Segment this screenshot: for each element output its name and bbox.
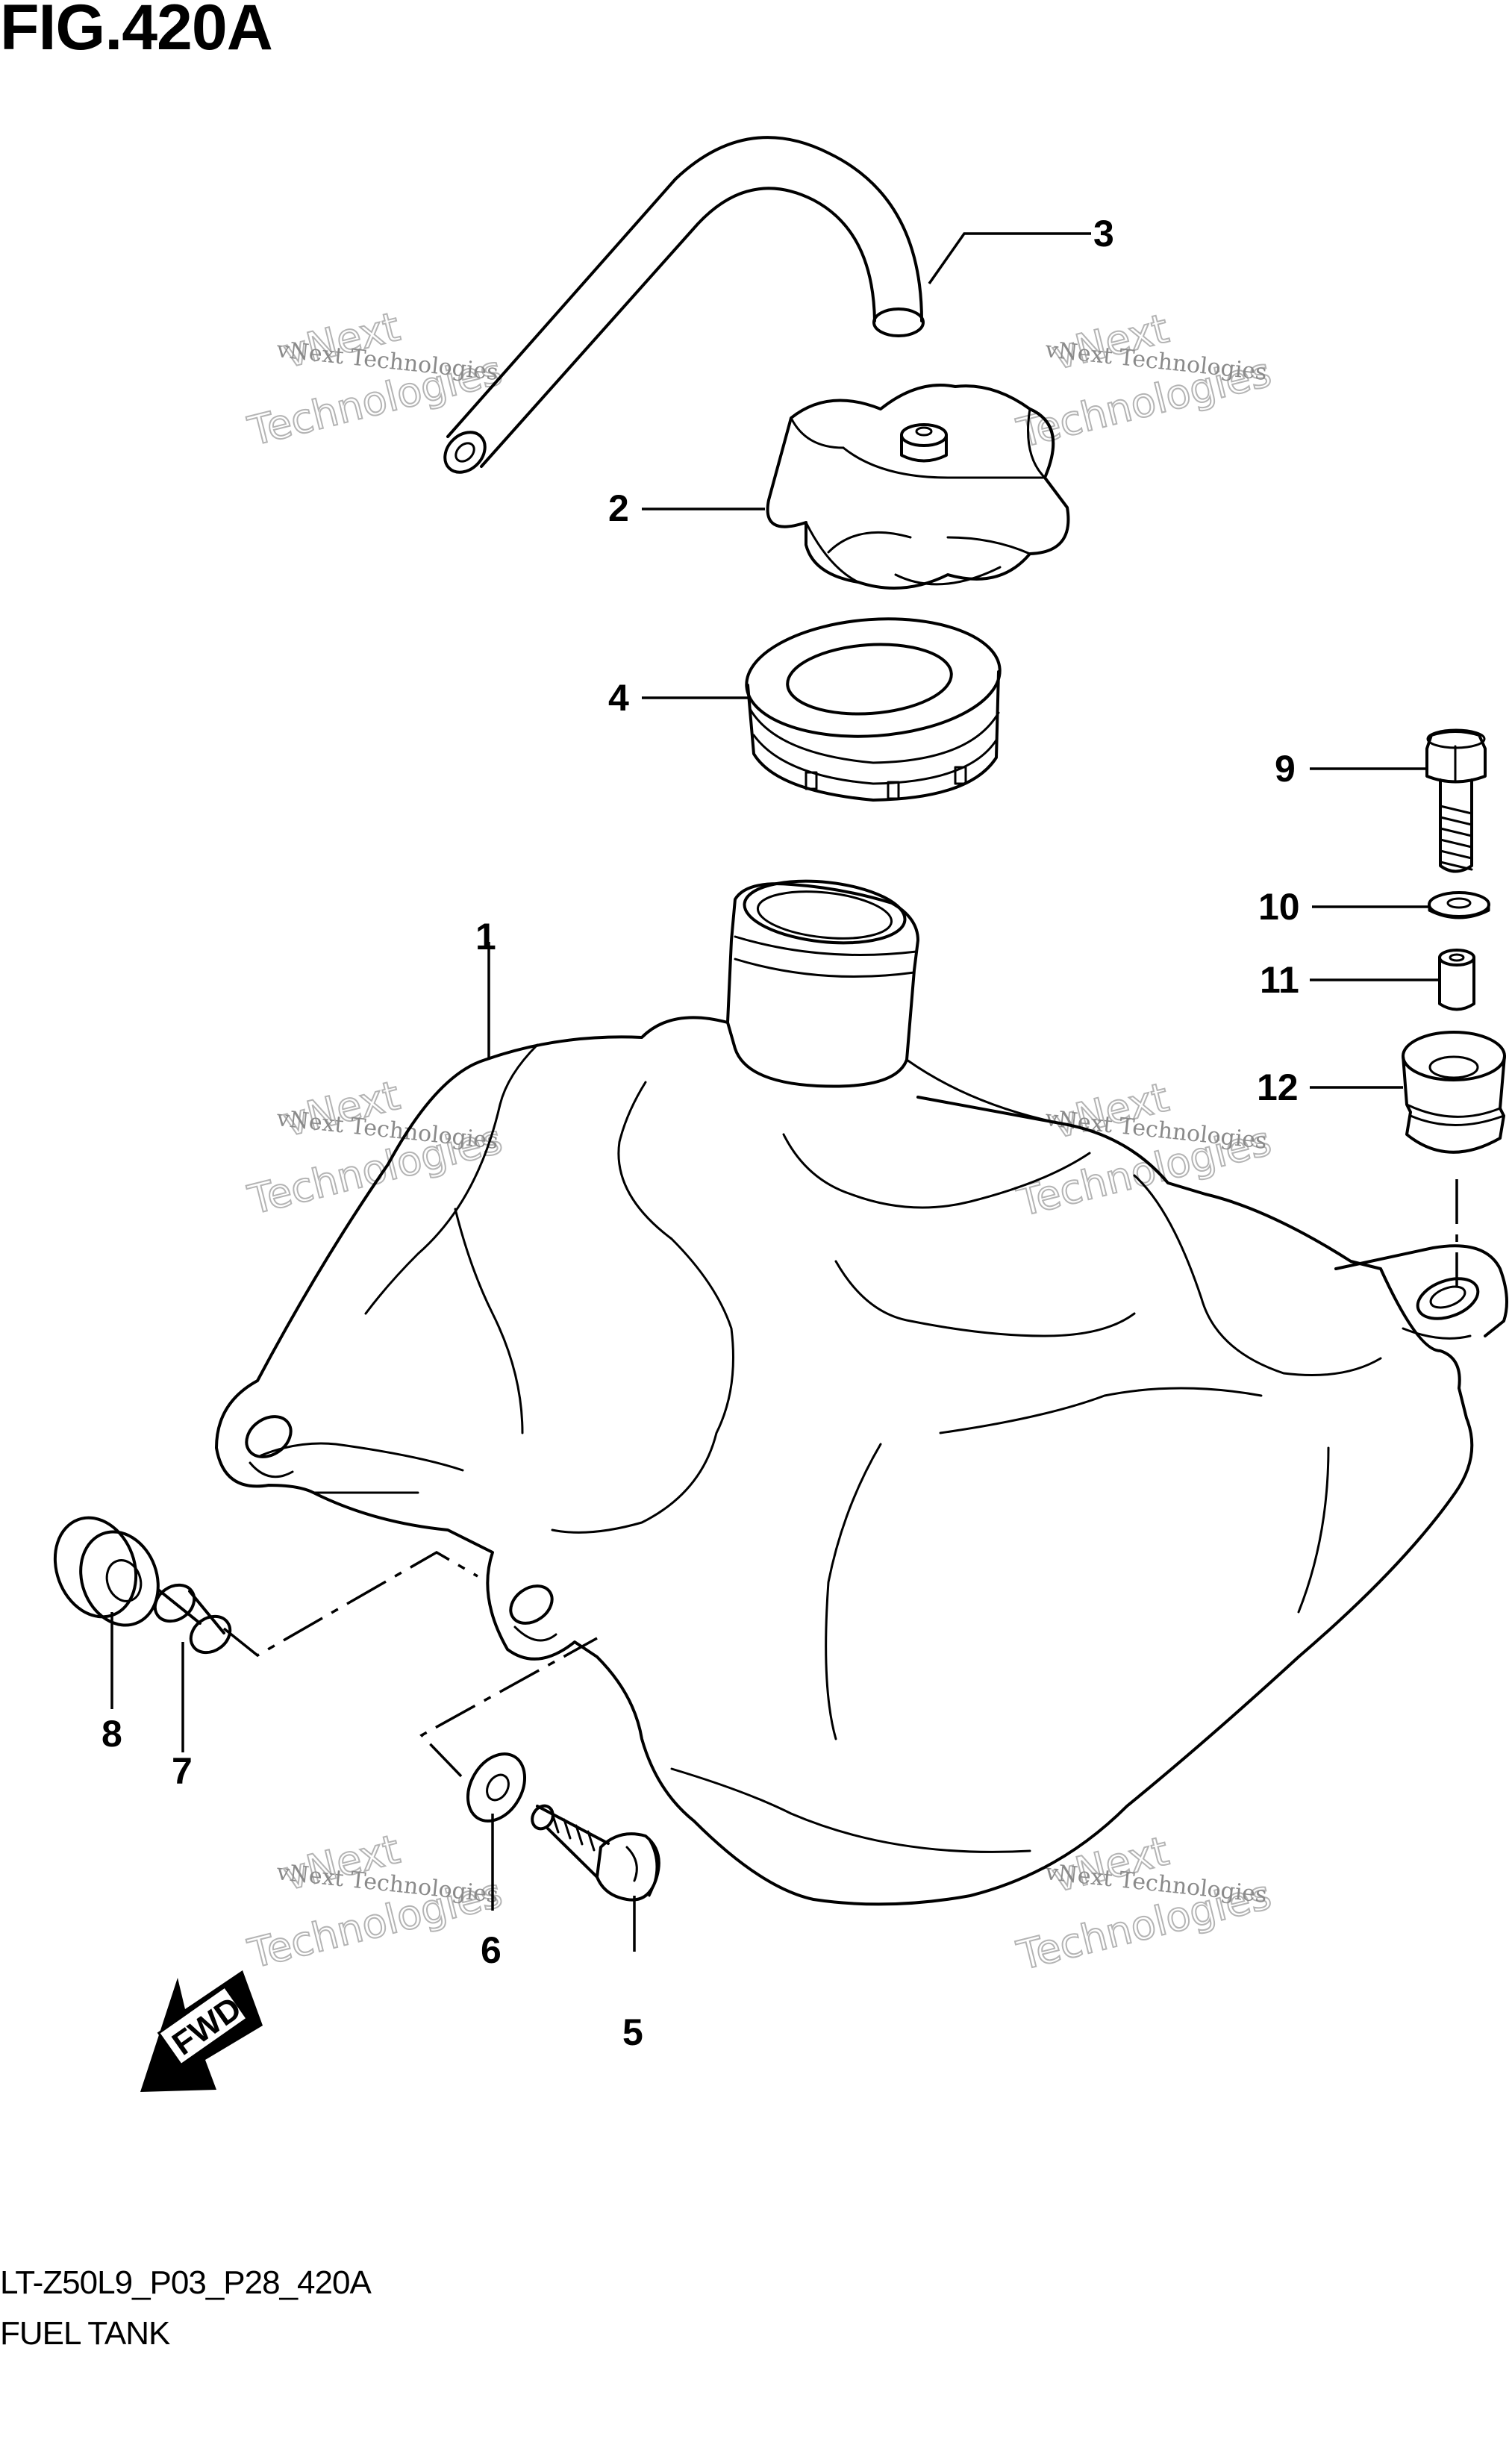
callout-10: 10 xyxy=(1258,886,1300,928)
leader-lines xyxy=(110,232,1440,1952)
part-6-washer xyxy=(466,1752,526,1823)
fwd-direction-arrow: FWD xyxy=(140,1970,263,2092)
part-11-collar xyxy=(1438,949,1475,1011)
part-9-bolt xyxy=(1425,728,1487,873)
part-2-fuel-cap xyxy=(766,384,1070,590)
part-4-gasket-ring xyxy=(745,617,1002,802)
part-12-cushion xyxy=(1402,1031,1506,1154)
part-3-hose xyxy=(443,136,925,474)
part-5-bolt xyxy=(531,1804,660,1902)
callout-6: 6 xyxy=(481,1929,502,1971)
callout-11: 11 xyxy=(1260,959,1299,1001)
callout-2: 2 xyxy=(608,487,629,529)
model-code: LT-Z50L9_P03_P28_420A xyxy=(0,2264,372,2301)
callout-12: 12 xyxy=(1257,1067,1299,1108)
callout-9: 9 xyxy=(1275,748,1296,790)
callout-5: 5 xyxy=(622,2011,643,2053)
part-7-collar xyxy=(153,1583,232,1655)
part-1-fuel-tank xyxy=(215,879,1508,1906)
assembly-centerlines xyxy=(222,1179,1458,1778)
callout-3: 3 xyxy=(1093,213,1114,254)
callout-7: 7 xyxy=(172,1750,193,1792)
figure-title: FIG.420A xyxy=(0,0,273,63)
callout-4: 4 xyxy=(608,677,629,719)
section-name: FUEL TANK xyxy=(0,2315,170,2352)
callout-8: 8 xyxy=(101,1713,122,1755)
part-10-washer xyxy=(1428,891,1490,919)
part-8-grommet xyxy=(53,1516,160,1627)
callout-labels: 1 2 3 4 5 6 7 8 9 10 11 12 xyxy=(101,213,1300,2053)
callout-1: 1 xyxy=(475,916,496,958)
